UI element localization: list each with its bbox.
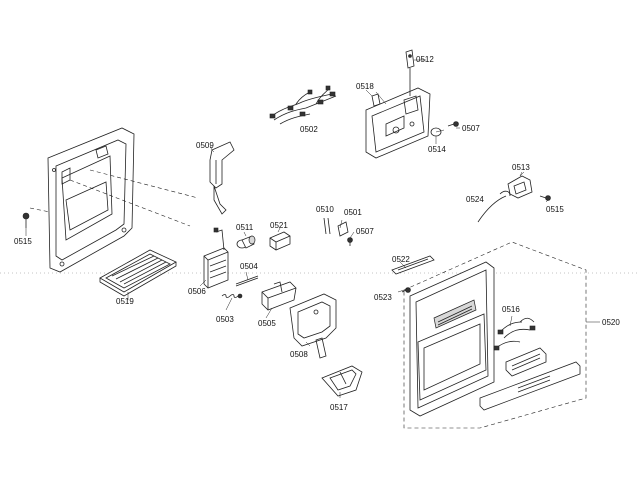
label-0522: 0522 xyxy=(392,255,410,264)
screw-0507-mid xyxy=(347,237,353,246)
trim-plate xyxy=(479,361,581,411)
label-0518: 0518 xyxy=(356,82,374,91)
bracket-assembly-0518 xyxy=(365,87,431,159)
funnel-0517 xyxy=(321,365,363,397)
actuator-0505 xyxy=(261,281,297,311)
label-0502: 0502 xyxy=(300,125,318,134)
lever-0509 xyxy=(209,141,235,215)
leader-lines xyxy=(199,59,600,398)
label-0523: 0523 xyxy=(374,293,392,302)
label-0512: 0512 xyxy=(416,55,434,64)
part-0513-bracket xyxy=(507,171,533,199)
alignment-line xyxy=(69,179,191,227)
drip-tray-0519 xyxy=(99,249,177,300)
part-0501-washer xyxy=(337,221,349,237)
part-0512-clip xyxy=(405,49,415,96)
part-0510-pin xyxy=(323,217,331,235)
label-0504: 0504 xyxy=(240,262,258,271)
assembly-boundary-0520 xyxy=(403,241,587,429)
label-0515-left: 0515 xyxy=(14,237,32,246)
label-0506: 0506 xyxy=(188,287,206,296)
label-0505: 0505 xyxy=(258,319,276,328)
wire-harness-0502 xyxy=(269,85,337,125)
label-0501: 0501 xyxy=(344,208,362,217)
screw-0515-left xyxy=(22,212,30,236)
part-0511-cylinder xyxy=(236,235,256,249)
label-0507-mid: 0507 xyxy=(356,227,374,236)
label-0520: 0520 xyxy=(602,318,620,327)
housing-frame xyxy=(47,127,135,273)
label-0503: 0503 xyxy=(216,315,234,324)
label-0519: 0519 xyxy=(116,297,134,306)
label-0508: 0508 xyxy=(290,350,308,359)
part-0504-rod xyxy=(235,275,259,287)
label-0515-right: 0515 xyxy=(546,205,564,214)
alignment-line xyxy=(89,169,199,199)
switch-box-0506 xyxy=(203,227,229,289)
screw-0515-right xyxy=(539,195,551,201)
label-0509: 0509 xyxy=(196,141,214,150)
part-0522-slide xyxy=(391,255,435,275)
part-0514-fitting xyxy=(430,127,442,144)
label-0510: 0510 xyxy=(316,205,334,214)
label-0516: 0516 xyxy=(502,305,520,314)
screw-0507-top xyxy=(447,121,459,127)
control-board-0516 xyxy=(493,317,547,377)
label-0514: 0514 xyxy=(428,145,446,154)
alignment-line xyxy=(29,207,51,213)
part-0521-block xyxy=(269,231,291,251)
label-0521: 0521 xyxy=(270,221,288,230)
label-0511: 0511 xyxy=(236,223,254,232)
paddle-0508 xyxy=(289,293,337,359)
label-0524: 0524 xyxy=(466,195,484,204)
part-0503-spring xyxy=(221,293,243,299)
part-labels: 0502 0503 0504 0505 0506 0507 0507 0508 … xyxy=(14,55,620,412)
front-cover-panel xyxy=(409,261,495,417)
part-0524-spring xyxy=(477,190,511,223)
label-0513: 0513 xyxy=(512,163,530,172)
label-0507-top: 0507 xyxy=(462,124,480,133)
label-0517: 0517 xyxy=(330,403,348,412)
